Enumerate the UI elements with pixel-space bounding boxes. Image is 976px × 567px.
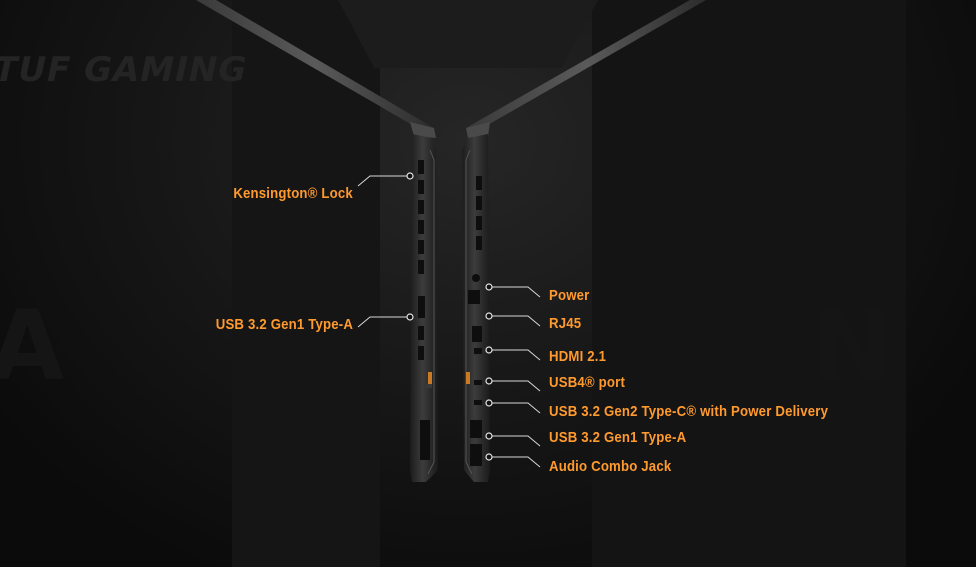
background-letter-right: N bbox=[812, 290, 893, 402]
callout-power bbox=[485, 283, 541, 298]
callout-usb-a-right bbox=[485, 432, 541, 447]
label-power: Power bbox=[549, 287, 590, 304]
background-panel-left bbox=[232, 0, 380, 567]
callout-rj45 bbox=[485, 312, 541, 327]
background-letter-left: A bbox=[0, 290, 65, 402]
background-letter-mid: M bbox=[262, 290, 358, 402]
left-laptop bbox=[196, 0, 438, 482]
label-usb-a-right: USB 3.2 Gen1 Type-A bbox=[549, 429, 687, 446]
callout-audio bbox=[485, 453, 541, 468]
background-panel-right bbox=[592, 0, 906, 567]
callout-kensington bbox=[357, 172, 414, 187]
label-usb4-port: USB4® port bbox=[549, 374, 626, 391]
background-panel-top bbox=[338, 0, 598, 68]
callout-usb-a-left bbox=[357, 313, 414, 328]
label-rj45: RJ45 bbox=[549, 315, 582, 332]
label-hdmi: HDMI 2.1 bbox=[549, 348, 607, 365]
callout-usb-c bbox=[485, 399, 541, 414]
label-usb-c: USB 3.2 Gen2 Type-C® with Power Delivery bbox=[549, 403, 829, 420]
callout-hdmi bbox=[485, 346, 541, 361]
right-laptop bbox=[462, 0, 706, 482]
label-usb-a-left: USB 3.2 Gen1 Type-A bbox=[215, 316, 353, 333]
label-kensington-lock: Kensington® Lock bbox=[233, 185, 353, 202]
label-audio-combo-jack: Audio Combo Jack bbox=[549, 458, 672, 475]
callout-usb4 bbox=[485, 377, 541, 392]
